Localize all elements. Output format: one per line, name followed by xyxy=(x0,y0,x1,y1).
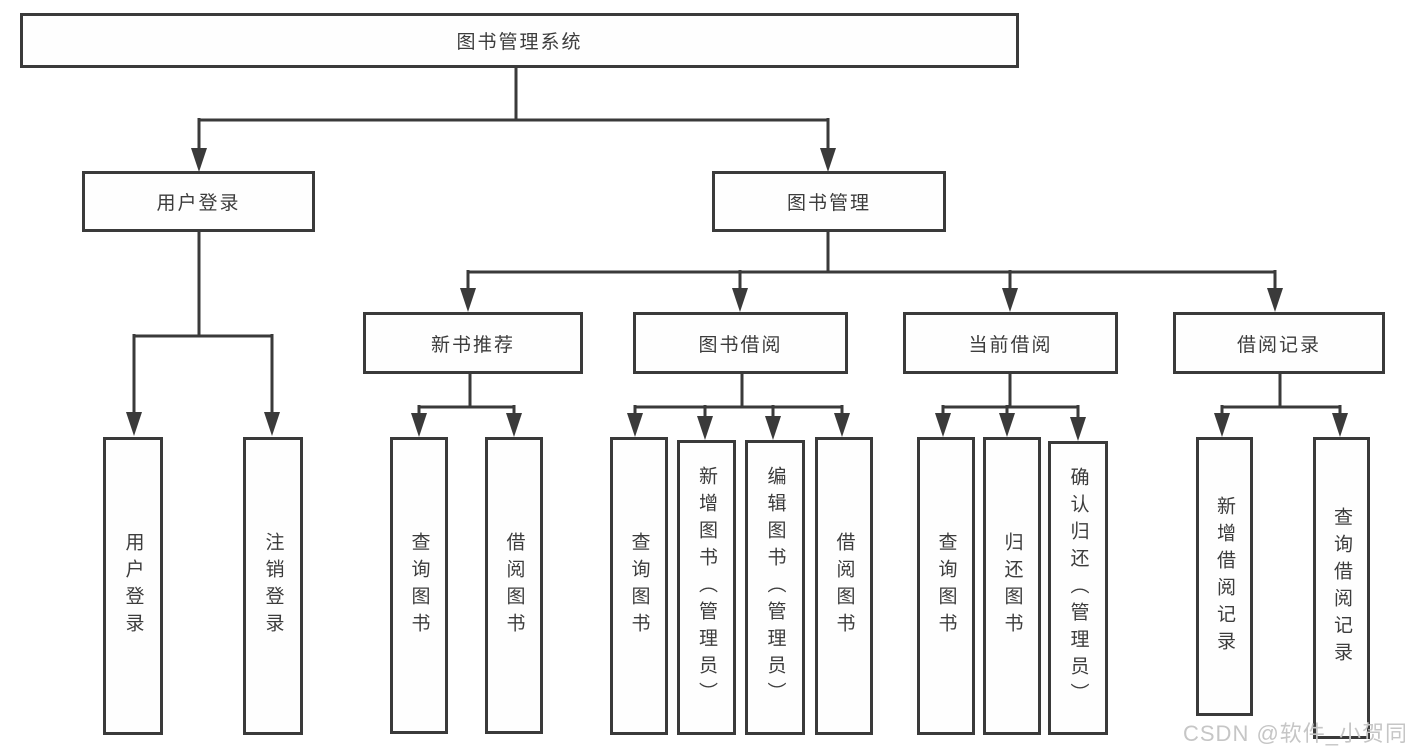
node-current-borrowing: 当前借阅 xyxy=(903,312,1118,374)
node-label: 新增图书（管理员） xyxy=(696,466,717,709)
leaf-records-add-record: 新增借阅记录 xyxy=(1196,437,1253,716)
node-label: 注销登录 xyxy=(262,532,284,640)
node-label: 查询借阅记录 xyxy=(1331,507,1352,669)
leaf-borrowing-query-books: 查询图书 xyxy=(610,437,668,735)
watermark: CSDN @软件_小贺同学 xyxy=(1183,721,1405,746)
arrowhead xyxy=(460,288,476,312)
node-label: 查询图书 xyxy=(408,531,430,640)
node-label: 归还图书 xyxy=(1001,532,1023,640)
leaf-newbook-query-books: 查询图书 xyxy=(390,437,448,734)
arrowhead xyxy=(411,413,427,437)
arrowhead xyxy=(765,416,781,440)
node-label: 借阅记录 xyxy=(1236,334,1321,356)
leaf-records-query-record: 查询借阅记录 xyxy=(1313,437,1370,739)
arrowhead xyxy=(627,413,643,437)
leaf-current-query-books: 查询图书 xyxy=(917,437,975,735)
arrowhead xyxy=(1332,413,1348,437)
node-borrowing-records: 借阅记录 xyxy=(1173,312,1385,374)
arrowhead xyxy=(264,412,280,436)
arrowhead xyxy=(1267,288,1283,312)
node-label: 图书管理 xyxy=(786,193,871,214)
node-label: 图书管理系统 xyxy=(456,32,583,53)
node-library-management-system: 图书管理系统 xyxy=(20,13,1019,68)
arrowhead xyxy=(1214,413,1230,437)
node-label: 新书推荐 xyxy=(430,334,515,356)
leaf-current-confirm-return-admin: 确认归还（管理员） xyxy=(1048,441,1108,735)
arrowhead xyxy=(697,416,713,440)
arrowhead xyxy=(126,412,142,436)
arrowhead xyxy=(1002,288,1018,312)
node-label: 查询图书 xyxy=(935,532,957,640)
leaf-logout: 注销登录 xyxy=(243,437,303,735)
leaf-newbook-borrow-books: 借阅图书 xyxy=(485,437,543,734)
leaf-borrowing-borrow-books: 借阅图书 xyxy=(815,437,873,735)
leaf-current-return-books: 归还图书 xyxy=(983,437,1041,735)
node-label: 查询图书 xyxy=(628,532,650,640)
node-label: 确认归还（管理员） xyxy=(1067,466,1089,710)
leaf-borrowing-edit-books-admin: 编辑图书（管理员） xyxy=(745,440,805,735)
node-label: 借阅图书 xyxy=(833,532,855,640)
arrowhead xyxy=(935,413,951,437)
node-label: 图书借阅 xyxy=(698,334,783,356)
node-book-borrowing: 图书借阅 xyxy=(633,312,848,374)
node-label: 用户登录 xyxy=(122,532,144,640)
arrowhead xyxy=(1070,417,1086,441)
leaf-user-login: 用户登录 xyxy=(103,437,163,735)
node-label: 当前借阅 xyxy=(968,334,1053,356)
arrowhead xyxy=(820,148,836,172)
arrowhead xyxy=(191,148,207,172)
arrowhead xyxy=(732,288,748,312)
node-user-login: 用户登录 xyxy=(82,171,315,232)
node-label: 借阅图书 xyxy=(503,531,525,640)
node-label: 编辑图书（管理员） xyxy=(764,466,786,709)
arrowhead xyxy=(834,413,850,437)
node-label: 用户登录 xyxy=(156,193,241,214)
arrowhead xyxy=(999,413,1015,437)
arrowhead xyxy=(506,413,522,437)
node-label: 新增借阅记录 xyxy=(1214,495,1235,658)
node-book-management: 图书管理 xyxy=(712,171,946,232)
leaf-borrowing-add-books-admin: 新增图书（管理员） xyxy=(677,440,736,735)
node-new-book-recommend: 新书推荐 xyxy=(363,312,583,374)
